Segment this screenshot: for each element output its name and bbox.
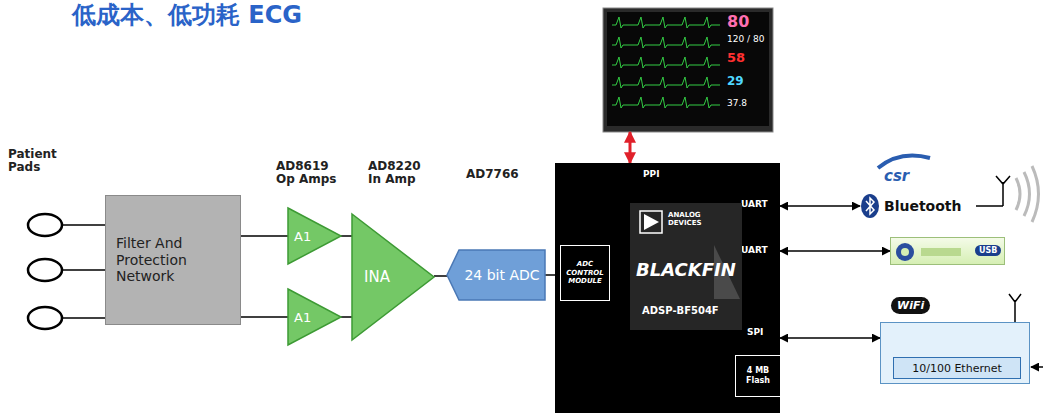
inamp-triangle: INA <box>352 214 434 340</box>
electrode-pad <box>28 259 62 281</box>
signal-line <box>241 316 288 318</box>
part-label: AD8619 Op Amps <box>276 160 342 186</box>
ethernet-box: 10/100 Ethernet <box>893 357 1021 379</box>
node-text: 4 MB Flash <box>736 366 780 387</box>
shape-fill <box>447 250 545 300</box>
monitor-screen <box>607 12 769 126</box>
ethernet-arrow <box>1031 366 1043 368</box>
wire <box>62 224 105 226</box>
blackfin-logo: ANALOG DEVICES BLACKFIN ADSP-BF504F <box>630 203 742 330</box>
node-text: 24 bit ADC <box>464 267 539 283</box>
patient-monitor: 80 120 / 80 58 29 37.8 <box>603 8 773 132</box>
node-text: 80 <box>727 12 749 31</box>
node-text: INA <box>358 268 390 286</box>
control-module: ADC CONTROL MODULE <box>560 245 610 301</box>
antenna-lead <box>976 205 1003 207</box>
node-text: UART <box>741 199 768 209</box>
monitor-frame <box>603 8 773 132</box>
shape-fill <box>288 208 341 264</box>
usb-module: USB <box>890 237 1005 265</box>
signal-line <box>241 235 288 237</box>
signal-line <box>780 337 880 339</box>
wifi-module: WiFi10/100 Ethernet <box>880 322 1030 384</box>
node-text: BLACKFIN <box>636 259 736 280</box>
node-text: Bluetooth <box>884 198 962 214</box>
shape-fill <box>288 289 341 345</box>
node-text: A1 <box>294 229 311 244</box>
opamp-triangle: A1 <box>288 208 341 264</box>
node-text: USB <box>975 245 1001 256</box>
signal-line <box>780 205 860 207</box>
logo-text: csr <box>884 168 934 185</box>
electrode-pad <box>28 307 62 329</box>
wire <box>62 269 105 271</box>
node-text: Filter And Protection Network <box>116 235 240 285</box>
node-text: 29 <box>727 74 744 88</box>
node-text: ADC CONTROL MODULE <box>563 260 607 286</box>
adc-block: 24 bit ADC <box>447 250 545 300</box>
filter-box: Filter And Protection Network <box>105 195 241 325</box>
part-label: AD8220 In Amp <box>368 160 432 186</box>
electrode-pad <box>28 214 62 236</box>
processor-box: PPI UART UART SPI ADC CONTROL MODULE ANALOG D… <box>555 163 780 413</box>
signal-line <box>341 235 352 237</box>
signal-line <box>780 250 890 252</box>
part-label: AD7766 <box>466 168 536 181</box>
signal-line <box>434 275 447 277</box>
electrodes <box>28 214 62 329</box>
node-text: ADSP-BF504F <box>642 305 719 316</box>
flash-box: 4 MB Flash <box>735 355 781 397</box>
radio-waves <box>1016 166 1039 222</box>
bluetooth-module: Bluetooth <box>860 193 972 219</box>
signal-line <box>341 316 352 318</box>
ecg-trace <box>612 17 720 28</box>
node-text: 58 <box>727 50 745 65</box>
ecg-traces <box>612 17 720 108</box>
node-text: 10/100 Ethernet <box>912 362 1002 375</box>
node-text: UART <box>741 245 768 255</box>
shape-fill <box>352 214 434 340</box>
antenna <box>996 176 1010 206</box>
wire <box>62 317 105 319</box>
ecg-trace <box>612 97 720 108</box>
ecg-trace <box>612 57 720 68</box>
node-text: SPI <box>747 327 763 337</box>
node-text: A1 <box>294 310 311 325</box>
part-label: Patient Pads <box>8 148 68 174</box>
antenna <box>1009 294 1021 322</box>
title: 低成本、低功耗 ECG <box>72 0 302 31</box>
node-text: 37.8 <box>727 98 747 108</box>
ecg-trace <box>612 77 720 88</box>
ppi-bus <box>629 132 632 163</box>
node-text: ANALOG DEVICES <box>668 212 718 227</box>
csr-logo <box>878 156 930 168</box>
pad-wires <box>62 225 105 318</box>
opamp-triangle: A1 <box>288 289 341 345</box>
node-text: 120 / 80 <box>727 34 764 44</box>
ecg-trace <box>612 37 720 48</box>
node-text: PPI <box>643 169 660 179</box>
node-text: WiFi <box>891 297 930 314</box>
